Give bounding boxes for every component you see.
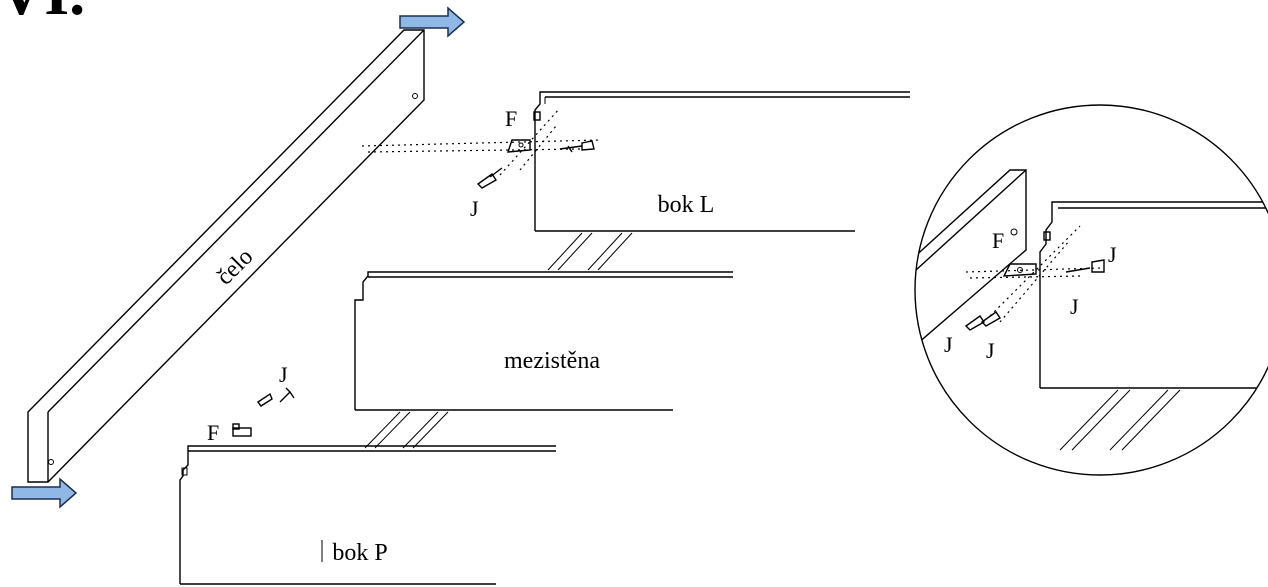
screw-label-detail-1: J [1108,242,1117,267]
screw-label-detail-3: J [944,332,953,357]
bracket-label-loose: F [207,420,219,445]
front-panel-label: čelo [212,244,259,291]
right-side-label: bok P [332,540,387,566]
detail-magnifier [914,104,1268,476]
middle-wall-panel [354,271,733,449]
right-side-panel [179,445,556,585]
screw-label-loose: J [279,362,288,387]
bracket-label-detail: F [992,228,1004,253]
loose-hardware [232,387,295,437]
left-side-label: bok L [658,192,715,218]
arrow-icon-top [399,6,466,38]
screw-label-left: J [470,196,479,221]
bracket-label-left: F [505,106,517,131]
screw-label-detail-4: J [986,338,995,363]
front-panel [27,29,425,483]
arrow-icon-bottom [11,477,78,509]
detail-view [915,169,1268,451]
left-side-panel [534,91,910,271]
joint-hardware-left [361,107,601,189]
step-label: VI. [0,0,85,28]
screw-label-detail-2: J [1070,294,1079,319]
middle-wall-label: mezistěna [504,348,600,374]
